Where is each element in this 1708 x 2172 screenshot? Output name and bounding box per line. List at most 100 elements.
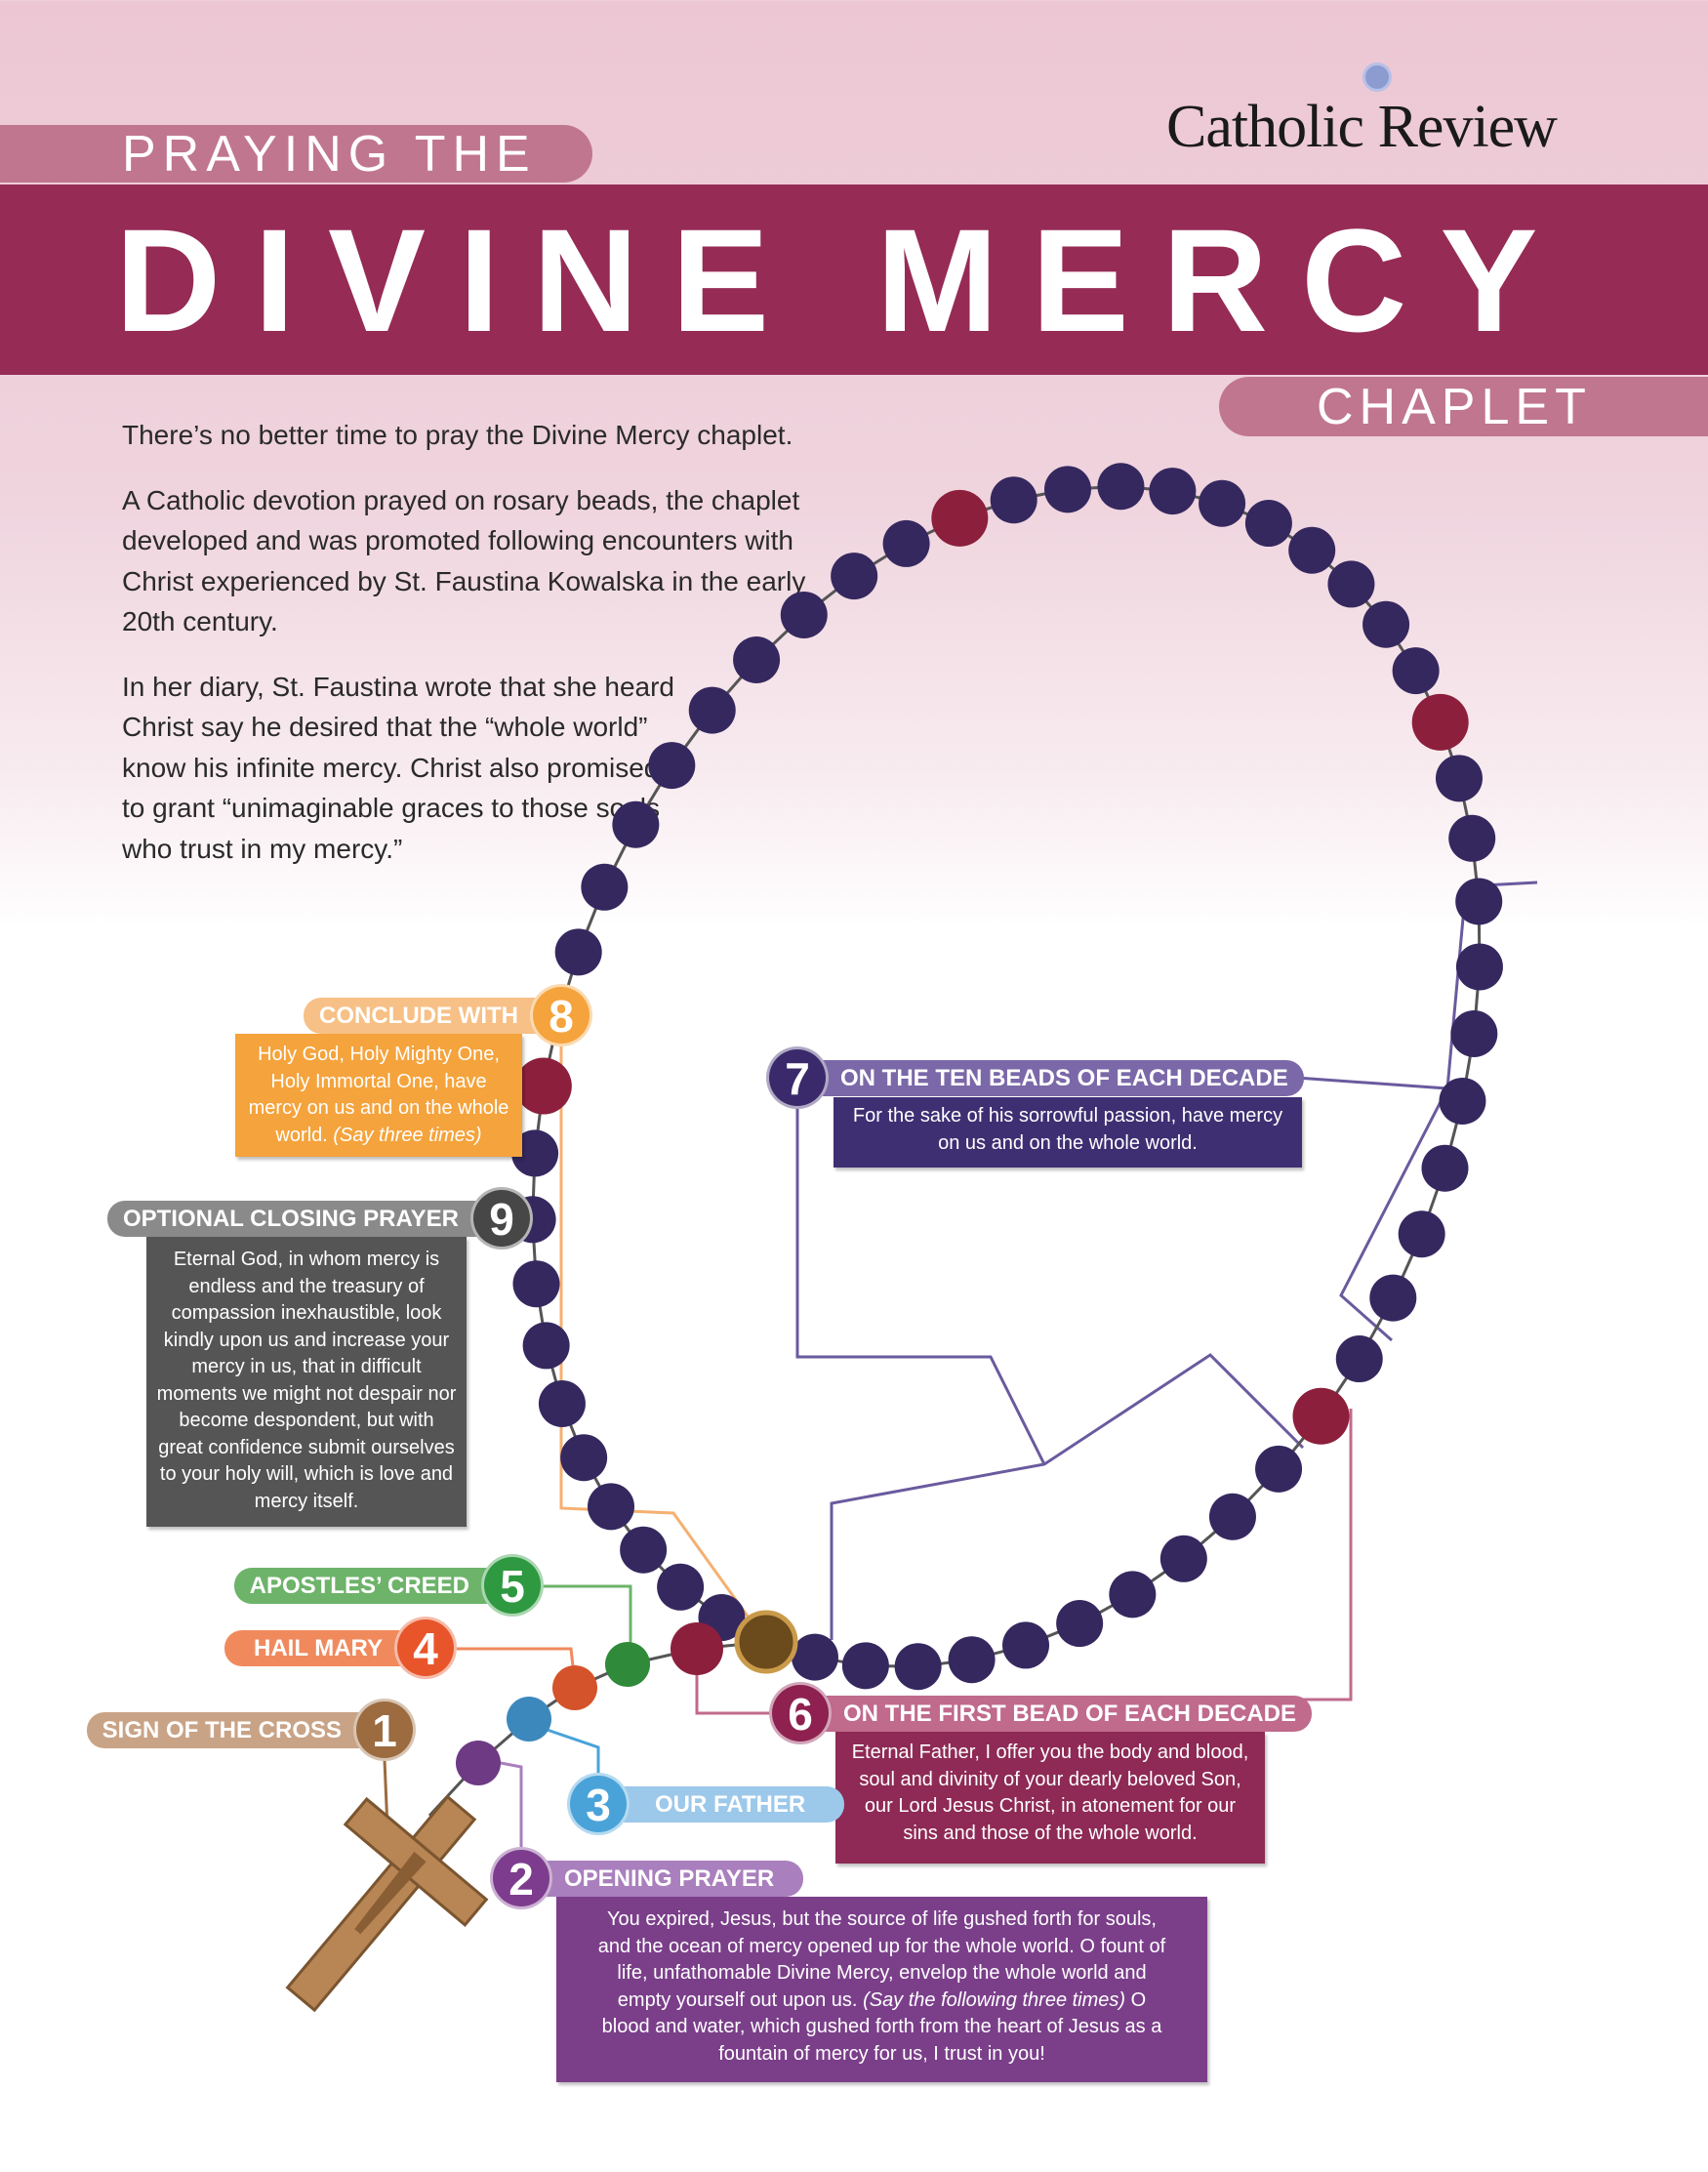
decade-bead xyxy=(780,591,828,638)
step-6-prayer: Eternal Father, I offer you the body and… xyxy=(835,1732,1265,1864)
decade-bead xyxy=(511,1129,559,1177)
decade-bead xyxy=(560,1434,608,1482)
step-2-prayer: You expired, Jesus, but the source of li… xyxy=(556,1897,1207,2082)
step-4-label: HAIL MARY xyxy=(254,1635,383,1661)
step-2-note: (Say the following three times) xyxy=(863,1988,1126,2011)
decade-bead xyxy=(948,1636,996,1684)
decade-bead xyxy=(841,1642,889,1690)
step-7-pill: ON THE TEN BEADS OF EACH DECADE 7 xyxy=(766,1046,1304,1109)
decade-bead xyxy=(1450,1009,1498,1057)
decade-bead xyxy=(1421,1144,1469,1192)
decade-bead xyxy=(581,863,629,911)
step-6-number: 6 xyxy=(769,1682,832,1744)
decade-bead xyxy=(657,1563,705,1611)
decade-bead xyxy=(791,1633,838,1681)
decade-bead xyxy=(1335,1335,1383,1383)
step-6-label: ON THE FIRST BEAD OF EACH DECADE xyxy=(843,1701,1297,1727)
step-8-number: 8 xyxy=(530,984,592,1046)
crucifix-icon xyxy=(285,1794,489,2013)
page-title: DIVINE MERCY xyxy=(115,198,1571,362)
decade-bead xyxy=(1327,560,1375,608)
intro-paragraph: In her diary, St. Faustina wrote that sh… xyxy=(122,671,675,864)
step-5-label: APOSTLES’ CREED xyxy=(249,1573,469,1599)
step-2-pill: OPENING PRAYER 2 xyxy=(490,1847,804,1909)
connector-7 xyxy=(795,1103,1046,1465)
decade-first-bead xyxy=(1411,693,1469,751)
step-4-number: 4 xyxy=(394,1617,457,1679)
step-9-pill: OPTIONAL CLOSING PRAYER 9 xyxy=(106,1187,533,1250)
decade-bead xyxy=(554,928,602,976)
kicker: PRAYING THE xyxy=(0,125,592,183)
decade-bead xyxy=(1043,466,1091,513)
decade-bead xyxy=(1149,468,1197,515)
intro-paragraph: There’s no better time to pray the Divin… xyxy=(122,420,793,450)
step-6-pill: ON THE FIRST BEAD OF EACH DECADE 6 xyxy=(769,1682,1313,1744)
step-9-label: OPTIONAL CLOSING PRAYER xyxy=(122,1206,459,1232)
step-8-label: CONCLUDE WITH xyxy=(319,1003,518,1029)
decade-bead xyxy=(831,553,878,600)
pendant-bead-green xyxy=(605,1642,650,1687)
step-5-number: 5 xyxy=(481,1554,544,1617)
decade-bead xyxy=(1244,500,1292,548)
step-7-label: ON THE TEN BEADS OF EACH DECADE xyxy=(840,1065,1288,1091)
step-8-note: (Say three times) xyxy=(333,1124,482,1146)
decade-bead xyxy=(1002,1621,1050,1669)
connector-5 xyxy=(540,1584,632,1662)
decade-bead xyxy=(1455,878,1503,925)
step-8-prayer: Holy God, Holy Mighty One, Holy Immortal… xyxy=(235,1034,522,1157)
decade-bead xyxy=(688,686,736,734)
decade-bead xyxy=(1369,1274,1417,1322)
step-4-pill: HAIL MARY 4 xyxy=(224,1617,457,1679)
step-8-pill: CONCLUDE WITH 8 xyxy=(304,984,592,1046)
intro: There’s no better time to pray the Divin… xyxy=(122,415,883,893)
decade-bead xyxy=(1056,1600,1104,1648)
decade-bead xyxy=(612,800,660,848)
decade-bead xyxy=(1199,479,1246,527)
pendant xyxy=(285,1610,798,2013)
step-3-pill: OUR FATHER 3 xyxy=(567,1773,845,1835)
decade-bead xyxy=(1362,600,1410,648)
step-3-label: OUR FATHER xyxy=(655,1791,806,1818)
decade-bead xyxy=(1435,755,1483,802)
decade-bead xyxy=(1097,463,1145,511)
connector-7c xyxy=(1268,881,1538,1090)
step-8-text: Holy God, Holy Mighty One, Holy Immortal… xyxy=(248,1044,509,1146)
step-1-number: 1 xyxy=(353,1699,416,1761)
decade-bead xyxy=(588,1483,635,1531)
decade-bead xyxy=(522,1322,570,1370)
intro-paragraph: A Catholic devotion prayed on rosary bea… xyxy=(122,484,806,637)
connector-7b xyxy=(830,1353,1305,1640)
step-1-pill: SIGN OF THE CROSS 1 xyxy=(86,1699,416,1761)
connector-7d xyxy=(1339,1087,1449,1342)
connector-3 xyxy=(532,1723,600,1773)
decade-bead xyxy=(538,1379,586,1427)
decade-bead xyxy=(1109,1571,1157,1619)
logo-emblem xyxy=(1362,62,1392,92)
step-2-label: OPENING PRAYER xyxy=(564,1865,775,1892)
step-7-number: 7 xyxy=(766,1046,829,1109)
decade-bead xyxy=(1208,1493,1256,1540)
subtitle: CHAPLET xyxy=(1219,377,1708,436)
decade-bead xyxy=(1159,1535,1207,1582)
step-5-pill: APOSTLES’ CREED 5 xyxy=(233,1554,544,1617)
decade-first-bead xyxy=(1292,1387,1350,1445)
decade-bead xyxy=(882,519,930,567)
decade-bead xyxy=(648,742,696,790)
step-3-number: 3 xyxy=(567,1773,630,1835)
step-9-prayer: Eternal God, in whom mercy is endless an… xyxy=(146,1237,467,1527)
decade-bead xyxy=(1455,943,1503,991)
decade-first-bead xyxy=(931,489,989,547)
decade-bead xyxy=(1255,1445,1303,1493)
decade-bead xyxy=(1398,1210,1445,1258)
logo: Catholic Review xyxy=(1166,94,1558,160)
decade-bead xyxy=(1448,814,1496,862)
medal xyxy=(734,1610,798,1674)
title-band xyxy=(0,184,1708,375)
connector-6b xyxy=(1298,1409,1353,1701)
decade-bead xyxy=(620,1526,668,1574)
decade-bead xyxy=(512,1260,560,1308)
step-7-prayer: For the sake of his sorrowful passion, h… xyxy=(834,1097,1302,1168)
decade-first-bead xyxy=(514,1057,572,1115)
step-2-text-2: O blood and water, which gushed forth fr… xyxy=(601,1988,1162,2065)
